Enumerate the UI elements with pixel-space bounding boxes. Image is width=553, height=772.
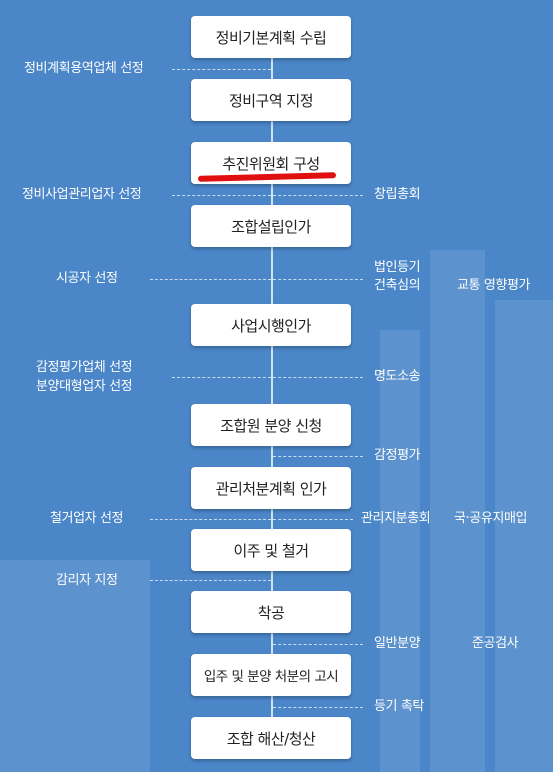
connector <box>150 279 271 280</box>
step-box: 조합 해산/청산 <box>191 717 351 759</box>
right-note: 교통 영향평가 <box>457 278 531 293</box>
connector <box>273 195 363 196</box>
connector <box>273 377 363 378</box>
left-note: 시공자 선정 <box>56 271 118 286</box>
step-box: 이주 및 철거 <box>191 529 351 571</box>
right-note: 법인등기 <box>374 260 421 275</box>
right-note: 국·공유지매입 <box>454 511 528 526</box>
connector <box>172 377 271 378</box>
right-note: 감정평가 <box>374 448 421 463</box>
connector <box>150 580 271 581</box>
step-box: 관리처분계획 인가 <box>191 467 351 509</box>
right-note: 창립총회 <box>374 187 421 202</box>
connector <box>273 519 353 520</box>
right-note: 준공검사 <box>472 636 519 651</box>
left-note: 감리자 지정 <box>56 573 118 588</box>
step-box: 조합설립인가 <box>191 205 351 247</box>
connector <box>273 707 363 708</box>
left-note: 정비사업관리업자 선정 <box>22 187 142 202</box>
background-building <box>380 330 420 772</box>
background-building <box>430 250 485 772</box>
step-box: 정비기본계획 수립 <box>191 16 351 58</box>
left-note: 감정평가업체 선정 <box>36 360 133 375</box>
right-note: 명도소송 <box>374 369 421 384</box>
step-box: 착공 <box>191 591 351 633</box>
right-note: 등기 촉탁 <box>374 699 424 714</box>
left-note: 정비계획용역업체 선정 <box>24 61 144 76</box>
right-note: 일반분양 <box>374 636 421 651</box>
connector <box>172 69 271 70</box>
right-note: 관리지분총회 <box>361 511 431 526</box>
step-box: 조합원 분양 신청 <box>191 404 351 446</box>
connector <box>273 279 363 280</box>
connector <box>150 519 271 520</box>
left-note: 철거업자 선정 <box>50 511 124 526</box>
connector <box>273 644 363 645</box>
step-box: 사업시행인가 <box>191 304 351 346</box>
right-note: 건축심의 <box>374 278 421 293</box>
background-building <box>0 560 150 772</box>
flow-spine <box>271 20 273 755</box>
step-box: 정비구역 지정 <box>191 79 351 121</box>
connector <box>172 195 271 196</box>
left-note: 분양대형업자 선정 <box>36 379 133 394</box>
step-box: 입주 및 분양 처분의 고시 <box>191 654 351 696</box>
background-building <box>495 300 553 772</box>
connector <box>273 456 363 457</box>
